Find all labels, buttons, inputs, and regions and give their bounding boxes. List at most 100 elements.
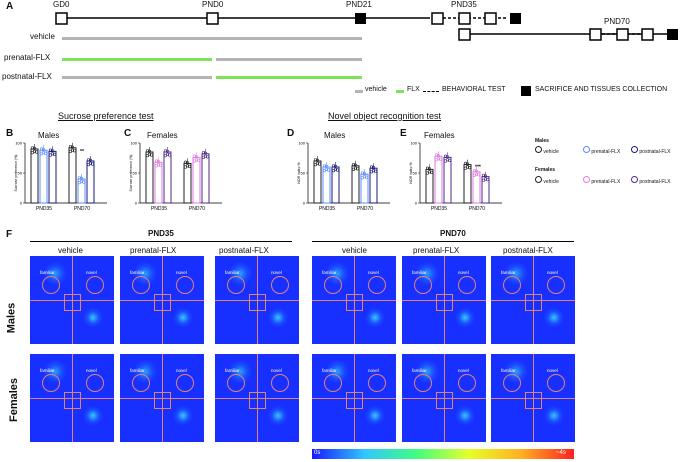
row-label-males: Males [5, 302, 18, 334]
chart-y-tick-label: 0 [135, 201, 138, 206]
chart-x-tick-label: PND35 [36, 206, 52, 212]
legend-females-postnatal-label: postnatal-FLX [639, 179, 671, 185]
chart-point [194, 155, 199, 159]
chart-point [70, 145, 75, 149]
novel-zone [86, 374, 104, 392]
timeline-svg [55, 12, 678, 41]
chart-bar [463, 164, 472, 204]
familiar-label: familiar [501, 270, 516, 275]
chart-y-tick-label: 50 [413, 171, 418, 176]
familiar-zone [324, 276, 342, 294]
familiar-zone [227, 374, 245, 392]
pnd35-rule [30, 241, 292, 242]
test-marker-3 [484, 12, 497, 25]
heatmap-cell: familiar novel [491, 256, 575, 344]
chart-point [145, 149, 150, 153]
col-label-4: vehicle [342, 246, 367, 255]
legend-males-heading: Males [535, 138, 549, 144]
chart-point [371, 166, 376, 170]
legend-females-prenatal-label: prenatal-FLX [591, 179, 621, 185]
novel-zone [368, 374, 386, 392]
test-marker-6 [641, 28, 654, 41]
chart-bar [322, 166, 331, 204]
col-label-6: postnatal-FLX [503, 246, 553, 255]
chart-point [81, 180, 86, 184]
chart-point [88, 158, 93, 162]
chart-point [32, 146, 37, 150]
pnd21-marker [355, 13, 366, 24]
chart-x-tick-label: PND35 [431, 206, 447, 212]
chart-bar [145, 151, 154, 204]
chart-point [324, 167, 329, 171]
timeline-label-pnd0: PND0 [202, 0, 224, 9]
bar-prenatal-gray [216, 58, 362, 61]
legend-females-vehicle-label: vehicle [543, 179, 559, 185]
chart-point [43, 151, 48, 155]
legend-females-heading: Females [535, 167, 556, 173]
chart-point [369, 165, 374, 169]
legend-behavioral-label: BEHAVIORAL TEST [442, 86, 506, 93]
novel-zone [176, 374, 194, 392]
row-label-postnatal: postnatal-FLX [2, 72, 52, 81]
chart-point [447, 158, 452, 162]
col-label-3: postnatal-FLX [219, 246, 269, 255]
chart-bar [313, 160, 322, 204]
familiar-zone [414, 276, 432, 294]
chart-point [196, 158, 201, 162]
chart-point [472, 169, 477, 173]
novel-zone [458, 374, 476, 392]
chart-point [364, 175, 369, 179]
chart-point [32, 149, 37, 153]
novel-label: novel [547, 270, 558, 275]
chart-bar [39, 149, 48, 204]
chart-point [147, 152, 152, 156]
chart-point [154, 159, 159, 163]
legend-black-square [521, 86, 531, 96]
chart-point [331, 164, 336, 168]
chart-point [445, 158, 450, 162]
familiar-label: familiar [501, 368, 516, 373]
novel-label: novel [458, 368, 469, 373]
grid-line-v [162, 256, 163, 344]
legend-green-swatch [396, 90, 404, 93]
chart-point [360, 171, 365, 175]
novel-label: novel [176, 368, 187, 373]
chart-point [333, 167, 338, 171]
panel-e-letter: E [400, 128, 407, 139]
legend-gray-swatch [355, 90, 363, 93]
novel-zone [368, 276, 386, 294]
grid-line-v [444, 354, 445, 442]
chart-point [30, 146, 35, 150]
bar-postnatal-green [216, 76, 362, 79]
chart-bar [30, 148, 39, 204]
timeline-label-pnd35: PND35 [451, 0, 477, 9]
chart-point [326, 168, 331, 172]
chart-point [88, 161, 93, 165]
novel-label: novel [271, 270, 282, 275]
familiar-label: familiar [40, 368, 55, 373]
panel-f-letter: F [6, 229, 13, 240]
chart-point [203, 154, 208, 158]
chart-y-label: Sucrose preference (%) [129, 155, 133, 192]
familiar-label: familiar [130, 270, 145, 275]
chart-significance: ** [80, 149, 84, 155]
legend-flx-label: FLX [407, 86, 420, 93]
col-label-2: prenatal-FLX [130, 246, 177, 255]
chart-point [324, 164, 329, 168]
chart-bar [201, 153, 210, 204]
legend-males-prenatal: prenatal-FLX [583, 146, 620, 155]
chart-x-tick-label: PND70 [74, 206, 90, 212]
novel-label: novel [458, 270, 469, 275]
col-label-5: prenatal-FLX [413, 246, 460, 255]
familiar-label: familiar [412, 270, 427, 275]
chart-point [445, 155, 450, 159]
chart-y-tick-label: 50 [301, 171, 306, 176]
chart-bar [68, 147, 77, 204]
chart-point [315, 158, 320, 162]
chart-y-label: Sucrose preference (%) [14, 155, 18, 192]
